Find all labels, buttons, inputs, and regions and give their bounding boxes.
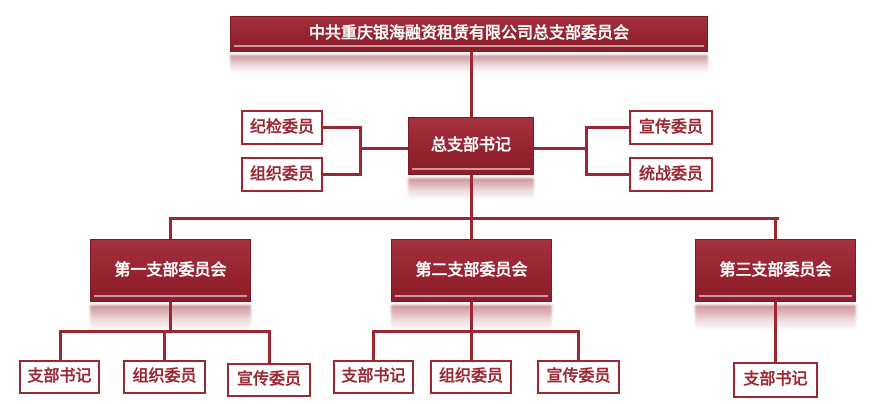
connector-left-stub-bottom xyxy=(323,173,361,176)
connector-branch-1-riser xyxy=(169,302,172,333)
reflection-root xyxy=(230,55,708,75)
org-node-publicity-member: 宣传委员 xyxy=(629,110,713,145)
org-node-branch-2: 第二支部委员会 xyxy=(391,239,552,302)
org-node-branch-2-publicity: 宣传委员 xyxy=(537,360,620,394)
connector-branch-1-drop-3 xyxy=(268,330,271,363)
org-node-branch-2-organization: 组织委员 xyxy=(430,360,512,394)
org-node-branch-3-secretary: 支部书记 xyxy=(733,362,818,398)
org-node-discipline-member: 纪检委员 xyxy=(241,110,323,145)
connector-branch-2-horizontal xyxy=(372,330,580,333)
connector-branch-2-drop-3 xyxy=(577,330,580,360)
org-node-branch-1-publicity: 宣传委员 xyxy=(227,363,311,397)
connector-root-to-secretary xyxy=(470,52,473,117)
connector-branches-horizontal xyxy=(169,217,779,220)
connector-left-stub-top xyxy=(323,126,361,129)
org-node-branch-1-organization: 组织委员 xyxy=(123,360,206,394)
org-node-organization-member: 组织委员 xyxy=(241,157,323,192)
connector-secretary-to-right xyxy=(534,147,587,150)
connector-branch-1-drop-1 xyxy=(59,330,62,360)
connector-branch-3-drop xyxy=(774,302,777,362)
connector-drop-branch-1 xyxy=(169,217,172,239)
connector-branch-2-drop-1 xyxy=(372,330,375,360)
connector-secretary-to-branches xyxy=(470,175,473,239)
org-node-branch-1-secretary: 支部书记 xyxy=(19,360,100,394)
connector-right-bracket xyxy=(585,126,588,176)
org-node-root: 中共重庆银海融资租赁有限公司总支部委员会 xyxy=(230,16,708,52)
org-node-branch-2-secretary: 支部书记 xyxy=(333,360,414,394)
org-node-branch-1: 第一支部委员会 xyxy=(90,239,251,302)
org-node-united-front-member: 统战委员 xyxy=(629,157,713,192)
connector-drop-branch-3 xyxy=(774,217,777,239)
org-node-branch-3: 第三支部委员会 xyxy=(695,239,856,302)
connector-left-to-secretary xyxy=(359,147,408,150)
connector-right-stub-top xyxy=(585,126,629,129)
connector-branch-1-drop-2 xyxy=(163,330,166,360)
connector-right-stub-bottom xyxy=(585,173,629,176)
org-node-general-secretary: 总支部书记 xyxy=(408,117,534,175)
connector-left-bracket xyxy=(359,126,362,176)
